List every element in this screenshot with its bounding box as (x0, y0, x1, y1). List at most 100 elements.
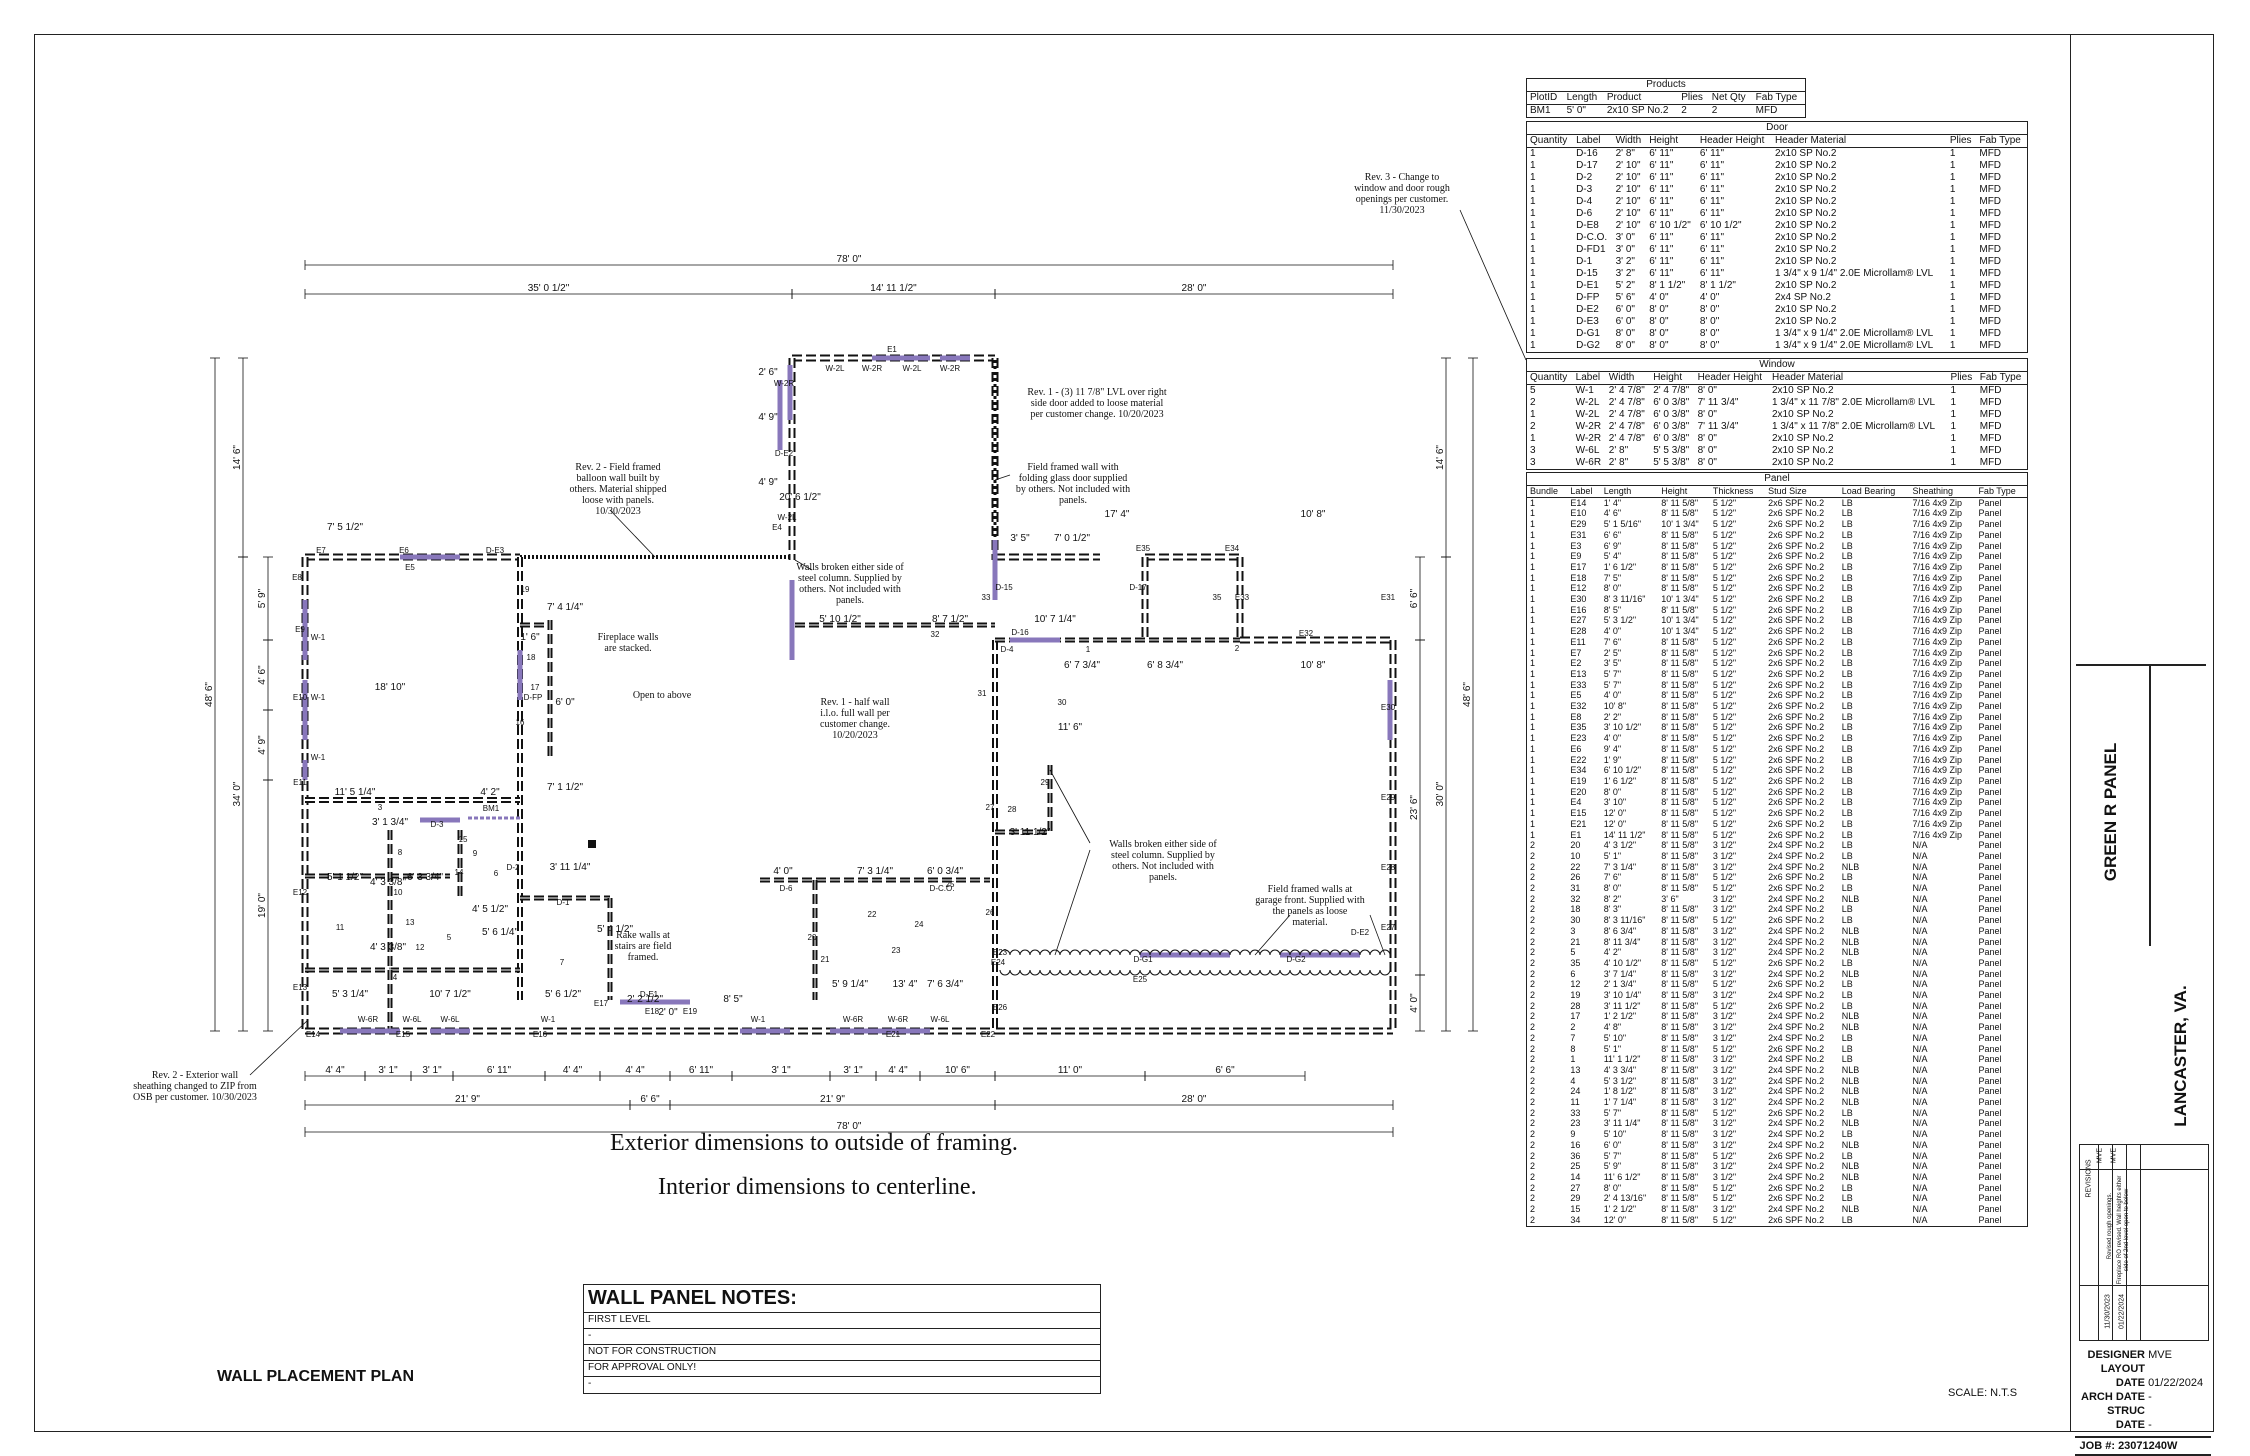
table-cell: 1' 4" (1603, 497, 1622, 508)
table-cell: 6' 10 1/2" (1603, 765, 1642, 776)
table-cell: MFD (1979, 385, 2002, 396)
table-cell: 8' 0" (1697, 385, 1717, 396)
wall-label: E4 (772, 523, 782, 532)
table-cell: N/A (1912, 979, 1928, 990)
table-cell: E11 (1570, 636, 1586, 647)
table-cell: 8' 11 5/8" (1661, 668, 1699, 679)
table-cell: 1' 2 1/2" (1603, 1204, 1637, 1215)
wall-label: D-15 (995, 583, 1013, 592)
table-cell: N/A (1912, 990, 1928, 1001)
table-cell: 2' 10" (1615, 160, 1641, 171)
interior-dimension: 7' 3 1/4" (857, 866, 893, 877)
table-cell: 1 (1530, 172, 1536, 183)
table-cell: 8' 11 5/8" (1661, 1172, 1699, 1182)
interior-dimension: 5' 3 1/4" (332, 989, 368, 1000)
table-cell: 1 (1950, 409, 1957, 420)
annotation-text: panels. (836, 595, 864, 606)
column-header: Header Height (1694, 372, 1769, 385)
table-cell: 5 1/2" (1712, 551, 1737, 562)
table-cell: E6 (1570, 743, 1582, 754)
table-cell: 2x10 SP No.2 (1774, 196, 1837, 207)
table-cell: 2x6 SPF No.2 (1768, 1150, 1825, 1161)
table-cell: 8' 11 5/8" (1661, 840, 1699, 851)
scale-label: SCALE: N.T.S (1948, 1387, 2018, 1399)
table-cell: 2 (1530, 397, 1536, 408)
table-cell: 6' 11" (1649, 172, 1674, 183)
table-cell: NLB (1841, 968, 1860, 979)
table-cell: 5' 0" (1566, 105, 1586, 116)
table-cell: Panel (1978, 668, 2002, 679)
table-cell: 2x10 SP No.2 (1774, 172, 1837, 183)
table-cell: Panel (1978, 893, 2002, 904)
table-cell: 3' 10 1/4" (1603, 990, 1642, 1001)
wall-label: W-6L (441, 1015, 461, 1024)
wall-label: E8 (292, 573, 302, 582)
table-cell: 3 1/2" (1712, 947, 1737, 958)
table-cell: 8' 0" (1603, 883, 1622, 894)
table-cell: 5 1/2" (1712, 497, 1737, 508)
table-cell: 2 (1530, 936, 1536, 947)
table-cell: 8' 0" (1603, 786, 1622, 797)
designer-value: MVE (2148, 1349, 2172, 1361)
table-cell: N/A (1912, 1043, 1928, 1054)
leader-line (609, 509, 656, 558)
table-cell: 2x10 SP No.2 (1772, 385, 1834, 396)
table-cell: LB (1841, 1054, 1853, 1065)
project-location: LANCASTER, VA. (2171, 985, 2190, 1127)
dimension-label: 3' 1" (378, 1065, 398, 1076)
layout-date-label: LAYOUT DATE (2100, 1363, 2145, 1389)
table-cell: 12' 0" (1603, 818, 1627, 829)
wall-label: E24 (991, 958, 1006, 967)
wall-label: D-16 (1011, 628, 1029, 637)
wall-label: E16 (533, 1030, 548, 1039)
table-cell: 2' 8" (1615, 148, 1635, 159)
table-cell: 5 1/2" (1712, 711, 1737, 722)
table-cell: 3' 0" (1615, 244, 1635, 255)
table-cell: 7/16 4x9 Zip (1912, 775, 1963, 786)
dimension-label: 11' 0" (1058, 1065, 1083, 1076)
table-cell: 7/16 4x9 Zip (1912, 668, 1963, 679)
revisions-box: REVISIONS 11/30/2023 01/22/2024 Revised … (2079, 1144, 2209, 1341)
table-cell: 2 (1530, 904, 1536, 915)
table-cell: 2x6 SPF No.2 (1768, 872, 1825, 883)
table-cell: 14 (1570, 1172, 1581, 1182)
table-cell: 2' 4 7/8" (1608, 421, 1645, 432)
interior-dimension: 17' 4" (1105, 509, 1130, 520)
field-framed-garage-front (999, 949, 1391, 956)
interior-dimension: 1' 6" (520, 632, 540, 643)
table-cell: Panel (1978, 915, 2002, 926)
wall-label: E10 (293, 693, 308, 702)
table-cell: 8' 0" (1697, 445, 1717, 456)
column-header: Length (1563, 92, 1604, 105)
table-cell: 8' 11 5/8" (1661, 915, 1699, 926)
table-cell: 4 (1570, 1075, 1576, 1086)
table-cell: 1 3/4" x 11 7/8" 2.0E Microllam® LVL (1772, 421, 1936, 432)
table-cell: 1 (1949, 244, 1956, 255)
table-cell: 2x6 SPF No.2 (1768, 883, 1825, 894)
table-cell: 2 (1530, 1214, 1536, 1225)
wall-label: E22 (981, 1030, 996, 1039)
table-cell: 8' 11 5/8" (1661, 658, 1699, 669)
table-cell: 24 (1570, 1086, 1581, 1097)
table-cell: 2x4 SPF No.2 (1768, 968, 1825, 979)
leader-line (1459, 209, 1527, 361)
table-cell: 1 (1530, 244, 1536, 255)
table-cell: 1 (1530, 690, 1536, 701)
table-cell: 8' 11 5/8" (1661, 1043, 1699, 1054)
table-cell: 2x10 SP No.2 (1774, 280, 1837, 291)
table-cell: LB (1841, 508, 1853, 519)
job-label: JOB #: (2079, 1440, 2115, 1452)
wall-label: 14 (455, 868, 464, 877)
table-cell: Panel (1978, 808, 2002, 819)
wall-label: E32 (1299, 629, 1314, 638)
wall-label: E9 (295, 625, 305, 634)
interior-dimension: 10' 7 1/2" (429, 989, 471, 1000)
wall-label: E7 (316, 546, 326, 555)
divider (2076, 664, 2206, 666)
table-cell: E10 (1570, 508, 1587, 519)
table-cell: Panel (1978, 872, 2002, 883)
